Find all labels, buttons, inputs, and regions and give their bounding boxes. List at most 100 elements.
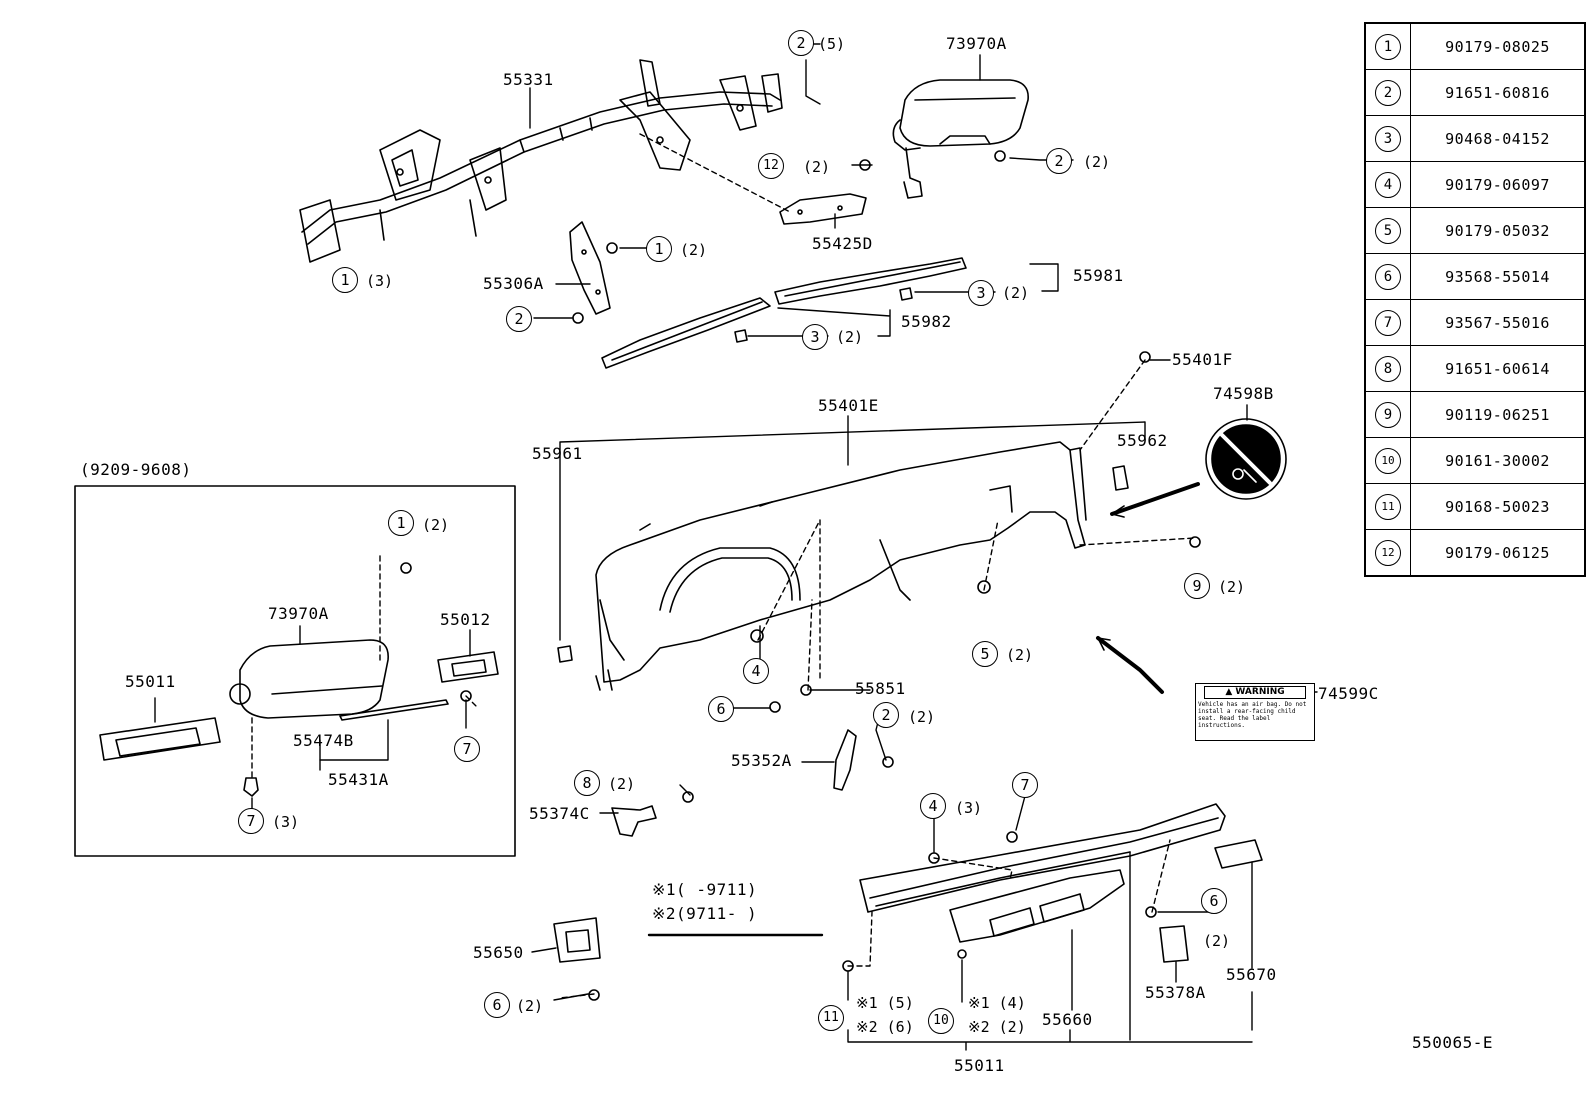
legend-part-no: 90179-06097	[1410, 161, 1586, 208]
legend-ref: 3	[1375, 125, 1401, 152]
inset-frame	[74, 485, 516, 857]
callout-6-mid: 6	[708, 696, 734, 722]
legend-part-no: 90168-50023	[1410, 483, 1586, 530]
part-label-55012: 55012	[440, 610, 491, 629]
callout-3-lower-qty: (2)	[836, 328, 864, 346]
note-line-1: ※1( -9711)	[652, 882, 757, 898]
legend-part-no: 91651-60816	[1410, 69, 1586, 116]
legend-part-no: 90119-06251	[1410, 391, 1586, 438]
legend-part-no: 93567-55016	[1410, 299, 1586, 346]
callout-4-lower-qty: (3)	[955, 799, 983, 817]
callout-11: 11	[818, 1005, 844, 1031]
part-label-55961: 55961	[532, 444, 583, 463]
callout-6-right: 6	[1201, 888, 1227, 914]
callout-2-top-qty: (5)	[818, 35, 846, 53]
drawing-code: 550065-E	[1412, 1033, 1494, 1052]
bracket-55374C	[611, 791, 694, 837]
callout-3-upper: 3	[968, 280, 994, 306]
bracket-55352A	[769, 684, 894, 791]
lower-panel-assembly	[842, 803, 1263, 972]
inset-airbag	[99, 562, 499, 797]
leader-lines	[154, 43, 1318, 1051]
legend-row: 3 90468-04152	[1364, 115, 1586, 162]
callout-1-bracket: 1	[646, 236, 672, 262]
reinforcement-beam-55331	[299, 59, 783, 263]
part-label-55660: 55660	[1042, 1010, 1093, 1029]
legend-part-no: 90179-06125	[1410, 529, 1586, 577]
legend-ref: 4	[1375, 171, 1401, 198]
part-label-55962: 55962	[1117, 431, 1168, 450]
callout-10-qty-2: ※2 (2)	[968, 1018, 1026, 1036]
legend-part-no: 90179-05032	[1410, 207, 1586, 254]
legend-ref: 6	[1375, 263, 1401, 290]
part-label-55425D: 55425D	[812, 234, 873, 253]
callout-2-mid-qty: (2)	[908, 708, 936, 726]
bracket-55306A	[569, 221, 618, 324]
legend-part-no: 90179-08025	[1410, 22, 1586, 70]
legend-ref: 9	[1375, 401, 1401, 428]
legend-ref: 11	[1375, 493, 1401, 520]
callout-6-bottom: 6	[484, 992, 510, 1018]
callout-11-qty-1: ※1 (5)	[856, 994, 914, 1012]
note-range-1: ( -9711)	[676, 880, 758, 899]
callout-9: 9	[1184, 573, 1210, 599]
callout-8-qty: (2)	[608, 775, 636, 793]
part-label-74599C: 74599C	[1318, 684, 1379, 703]
part-label-55650: 55650	[473, 943, 524, 962]
part-label-55474B: 55474B	[293, 731, 354, 750]
callout-1-inset: 1	[388, 510, 414, 536]
callout-11-qty-2: ※2 (6)	[856, 1018, 914, 1036]
callout-7-inset-b-qty: (3)	[272, 813, 300, 831]
callout-4-dash: 4	[743, 658, 769, 684]
part-label-55331: 55331	[503, 70, 554, 89]
callout-2-airbag: 2	[1046, 148, 1072, 174]
legend-part-no: 90161-30002	[1410, 437, 1586, 484]
instrument-panel-55401E	[557, 351, 1201, 691]
bracket-55425D	[779, 193, 867, 225]
callout-6-bottom-qty: (2)	[516, 997, 544, 1015]
legend-row: 4 90179-06097	[1364, 161, 1586, 208]
callout-7-right: 7	[1012, 772, 1038, 798]
warning-fine-print: Vehicle has an air bag. Do not install a…	[1198, 701, 1307, 729]
part-label-73970A-top: 73970A	[946, 34, 1007, 53]
callout-10-qty-1: ※1 (4)	[968, 994, 1026, 1012]
part-label-55401F: 55401F	[1172, 350, 1233, 369]
warning-label-74599C: ▲ WARNING Vehicle has an air bag. Do not…	[1195, 683, 1315, 741]
note-range-2: (9711- )	[676, 904, 758, 923]
legend-ref: 7	[1375, 309, 1401, 336]
callout-3-upper-qty: (2)	[1002, 284, 1030, 302]
legend-row: 9 90119-06251	[1364, 391, 1586, 438]
callout-6-right-qty: (2)	[1203, 932, 1231, 950]
callout-12: 12	[758, 153, 784, 179]
part-label-55401E: 55401E	[818, 396, 879, 415]
legend-ref: 1	[1375, 33, 1401, 60]
legend-row: 6 93568-55014	[1364, 253, 1586, 300]
legend-row: 11 90168-50023	[1364, 483, 1586, 530]
part-label-55670: 55670	[1226, 965, 1277, 984]
defroster-nozzles	[601, 257, 967, 369]
airbag-sticker-74598B	[1096, 418, 1287, 694]
legend-ref: 12	[1375, 539, 1401, 566]
legend-part-no: 93568-55014	[1410, 253, 1586, 300]
part-label-55306A: 55306A	[483, 274, 544, 293]
legend-part-no: 91651-60614	[1410, 345, 1586, 392]
note-mark-2: ※2	[652, 904, 677, 923]
note-line-2: ※2(9711- )	[652, 906, 757, 922]
warning-heading: ▲ WARNING	[1204, 686, 1306, 699]
callout-4-lower: 4	[920, 793, 946, 819]
callout-1-left-qty: (3)	[366, 272, 394, 290]
callout-2-mid: 2	[873, 702, 899, 728]
legend-part-no: 90468-04152	[1410, 115, 1586, 162]
callout-9-qty: (2)	[1218, 578, 1246, 596]
callout-12-qty: (2)	[803, 158, 831, 176]
part-label-55378A: 55378A	[1145, 983, 1206, 1002]
part-label-55374C: 55374C	[529, 804, 590, 823]
part-label-55011-inset: 55011	[125, 672, 176, 691]
callout-5: 5	[972, 641, 998, 667]
